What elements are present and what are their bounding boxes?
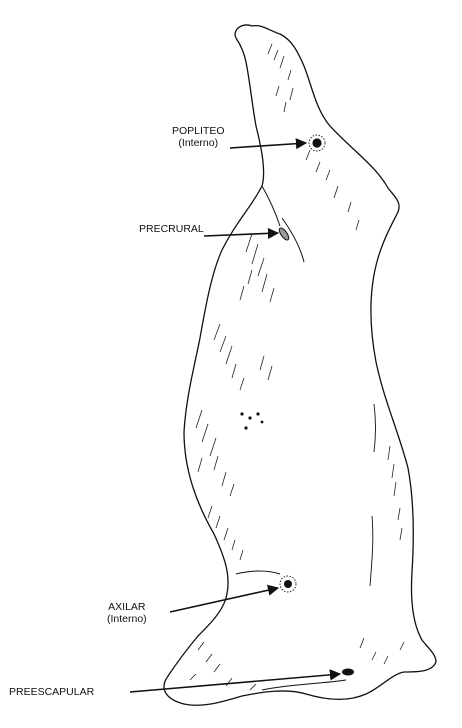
label-popliteo-note: (Interno) [172,137,225,149]
label-axilar-name: AXILAR [107,601,147,613]
shoulder-contour [236,571,280,574]
label-preescapular: PREESCAPULAR [9,686,94,698]
brisket-contour [262,680,346,690]
neck-contour [262,186,280,226]
preescapular-node [342,669,354,676]
label-popliteo: POPLITEO (Interno) [172,125,225,149]
label-precrural-name: PRECRURAL [139,223,204,235]
label-preescapular-name: PREESCAPULAR [9,686,94,698]
stipple-dots [240,412,263,429]
precrural-node [278,227,291,242]
precrural-arrow [204,233,278,236]
label-popliteo-name: POPLITEO [172,125,225,137]
axilar-arrow [170,588,278,612]
side-contour [374,404,376,452]
axilar-node [284,580,292,588]
flank-contour [282,218,304,262]
popliteo-arrow [230,143,306,148]
label-axilar: AXILAR (Interno) [107,601,147,625]
preescapular-arrow [130,674,340,692]
back-contour [370,516,373,586]
label-precrural: PRECRURAL [139,223,204,235]
popliteo-node [312,138,321,147]
label-axilar-note: (Interno) [107,613,147,625]
